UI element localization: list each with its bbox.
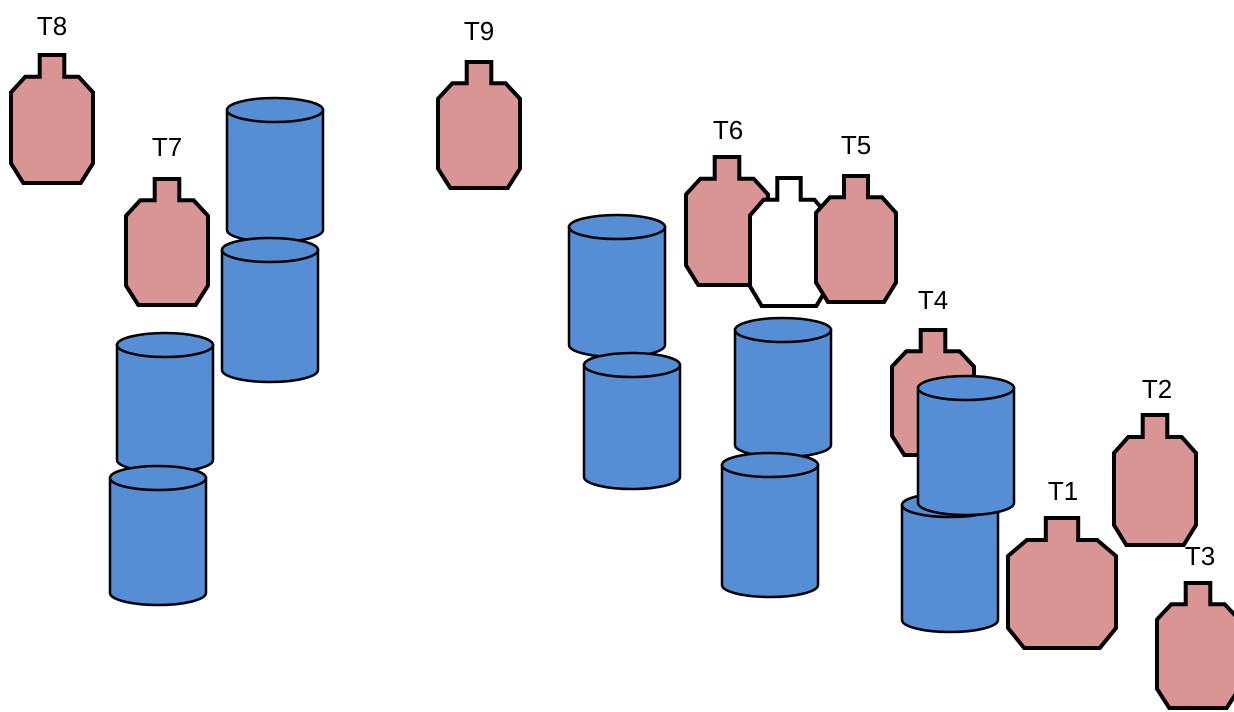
- label-t3: T3: [1185, 541, 1215, 571]
- label-t5: T5: [841, 130, 871, 160]
- target-t5: [814, 174, 898, 304]
- barrel-3: [115, 331, 215, 474]
- barrel-5: [567, 213, 667, 359]
- barrel-4: [108, 464, 208, 607]
- barrel-7: [733, 316, 833, 459]
- barrel-8: [720, 451, 820, 599]
- target-t3: [1155, 581, 1234, 710]
- label-t6: T6: [713, 115, 743, 145]
- target-t2: [1112, 413, 1198, 547]
- target-t7: [124, 177, 210, 307]
- target-t1: [1006, 516, 1118, 650]
- label-t2: T2: [1142, 374, 1172, 404]
- label-t8: T8: [37, 11, 67, 41]
- label-t9: T9: [464, 16, 494, 46]
- target-t9: [436, 60, 522, 190]
- label-t4: T4: [918, 285, 948, 315]
- no-shoot-target: [748, 176, 830, 308]
- barrel-10: [916, 374, 1016, 517]
- barrel-1: [225, 96, 325, 244]
- label-t1: T1: [1048, 476, 1078, 506]
- label-t7: T7: [152, 132, 182, 162]
- barrel-6: [582, 351, 682, 491]
- barrel-2: [220, 236, 320, 384]
- target-t8: [9, 53, 95, 185]
